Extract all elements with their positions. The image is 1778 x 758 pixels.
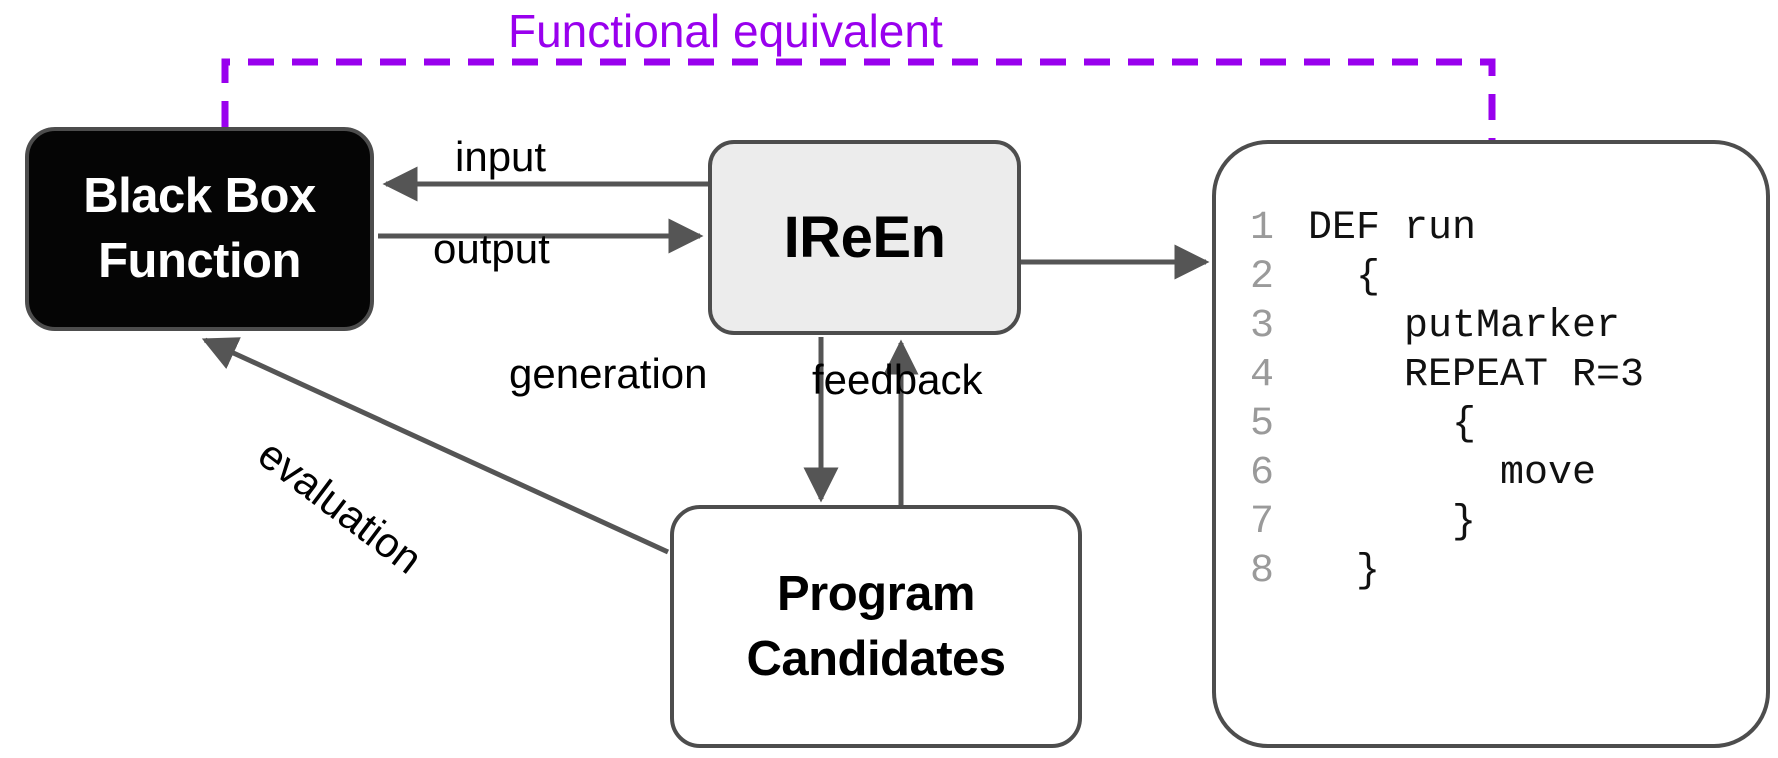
edge-label-generation: generation xyxy=(509,350,708,397)
code-line: 1 DEF run xyxy=(1250,204,1644,253)
functional-equivalent-label: Functional equivalent xyxy=(508,5,943,57)
edge-functional-equivalent xyxy=(221,58,1496,140)
code-line-text: } xyxy=(1308,549,1381,594)
node-ireen[interactable]: IReEn xyxy=(708,140,1021,335)
code-line: 2 { xyxy=(1250,253,1644,302)
code-line-text: putMarker xyxy=(1308,304,1621,349)
code-line: 8 } xyxy=(1250,547,1644,596)
code-line: 5 { xyxy=(1250,400,1644,449)
code-line-number: 3 xyxy=(1250,304,1275,349)
code-line-number: 2 xyxy=(1250,255,1275,300)
node-program-candidates[interactable]: Program Candidates xyxy=(670,505,1082,748)
code-line-text: { xyxy=(1308,402,1477,447)
ireen-label: IReEn xyxy=(783,205,946,270)
black-box-function-text: Black Box Function xyxy=(83,164,316,293)
code-line-number: 6 xyxy=(1250,451,1275,496)
program-candidates-text: Program Candidates xyxy=(746,562,1006,691)
edge-label-feedback: feedback xyxy=(812,356,983,403)
code-line-text: DEF run xyxy=(1308,206,1477,251)
code-line: 7 } xyxy=(1250,498,1644,547)
code-line-number: 8 xyxy=(1250,549,1275,594)
edge-label-input: input xyxy=(455,133,547,180)
code-line-number: 1 xyxy=(1250,206,1275,251)
program-candidates-line2: Candidates xyxy=(746,631,1006,686)
code-line-text: } xyxy=(1308,500,1477,545)
black-box-function-line2: Function xyxy=(98,234,301,288)
code-line: 6 move xyxy=(1250,449,1644,498)
code-line: 4 REPEAT R=3 xyxy=(1250,351,1644,400)
code-line-text: move xyxy=(1308,451,1597,496)
program-candidates-line1: Program xyxy=(776,566,976,621)
node-black-box-function[interactable]: Black Box Function xyxy=(25,127,374,331)
edge-evaluation xyxy=(201,337,670,555)
code-line-text: { xyxy=(1308,255,1381,300)
black-box-function-line1: Black Box xyxy=(83,169,316,224)
code-line-number: 5 xyxy=(1250,402,1275,447)
edge-label-output: output xyxy=(433,225,550,272)
code-line-number: 4 xyxy=(1250,353,1275,398)
code-line: 3 putMarker xyxy=(1250,302,1644,351)
code-line-number: 7 xyxy=(1250,500,1275,545)
code-line-text: REPEAT R=3 xyxy=(1308,353,1645,398)
